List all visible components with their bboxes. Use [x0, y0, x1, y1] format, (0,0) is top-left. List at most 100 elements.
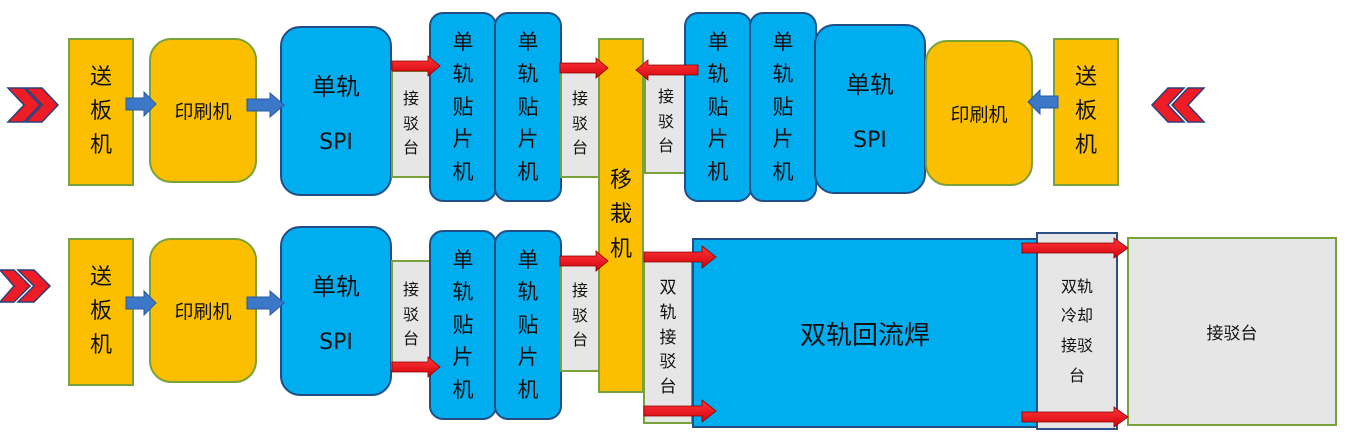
mounter-char: 机 — [707, 159, 729, 184]
top-right-printer: 印刷机 — [925, 40, 1033, 186]
mounter-char: 片 — [772, 127, 794, 152]
mounter-char: 片 — [452, 127, 474, 152]
dual-connector-char: 接 — [659, 327, 677, 348]
bottom-connector-2: 接 驳 台 — [560, 260, 600, 372]
mounter-char: 片 — [452, 345, 474, 370]
top-left-board-feeder: 送 板 机 — [68, 38, 134, 186]
bottom-board-feeder: 送 板 机 — [68, 238, 134, 386]
top-left-spi: 单轨 SPI — [280, 26, 392, 196]
top-left-mounter-2: 单 轨 贴 片 机 — [494, 12, 562, 202]
feeder-char: 送 — [1074, 64, 1097, 90]
red-arrow-icon — [391, 55, 441, 77]
dual-connector-char: 驳 — [659, 352, 677, 373]
top-right-board-feeder: 送 板 机 — [1053, 38, 1119, 186]
mounter-char: 机 — [517, 159, 539, 184]
mounter-char: 轨 — [517, 280, 539, 305]
feeder-char: 机 — [1074, 133, 1097, 159]
connector-char: 驳 — [402, 304, 419, 324]
spi-label-line1: 单轨 — [312, 73, 360, 101]
mounter-char: 机 — [452, 377, 474, 402]
spi-label-line2: SPI — [319, 130, 353, 155]
mounter-char: 单 — [707, 29, 729, 54]
red-arrow-icon — [1021, 237, 1129, 259]
feeder-char: 送 — [89, 264, 112, 290]
spi-label-line1: 单轨 — [846, 71, 894, 99]
mounter-char: 单 — [452, 29, 474, 54]
mounter-char: 贴 — [517, 312, 539, 337]
dual-rail-reflow-oven: 双轨回流焊 — [692, 238, 1038, 428]
red-arrow-icon — [391, 356, 441, 378]
connector-char: 驳 — [571, 113, 588, 133]
input-chevron-icon — [6, 87, 60, 123]
mounter-char: 机 — [772, 159, 794, 184]
blue-arrow-icon — [125, 289, 157, 317]
mounter-char: 贴 — [452, 94, 474, 119]
feeder-char: 送 — [89, 64, 112, 90]
top-right-connector-1: 接 驳 台 — [644, 70, 688, 174]
blue-arrow-icon — [246, 91, 285, 119]
feeder-char: 板 — [89, 298, 112, 324]
spi-label-line2: SPI — [319, 330, 353, 355]
mounter-char: 轨 — [517, 62, 539, 87]
connector-char: 台 — [571, 138, 588, 158]
feeder-char: 机 — [89, 133, 112, 159]
transfer-machine: 移 栽 机 — [598, 38, 644, 393]
red-arrow-left-icon — [635, 59, 699, 81]
dual-rail-connector: 双 轨 接 驳 台 — [643, 252, 693, 424]
output-connector: 接驳台 — [1127, 237, 1337, 426]
mounter-char: 机 — [517, 377, 539, 402]
connector-char: 接 — [402, 88, 419, 108]
transfer-char: 机 — [609, 236, 632, 262]
top-left-mounter-1: 单 轨 贴 片 机 — [429, 12, 497, 202]
printer-label: 印刷机 — [174, 301, 232, 323]
mounter-char: 单 — [517, 247, 539, 272]
spi-label-line2: SPI — [853, 128, 887, 153]
cooling-line: 冷却 — [1060, 306, 1093, 326]
connector-char: 接 — [402, 279, 419, 299]
printer-label: 印刷机 — [174, 101, 232, 123]
dual-connector-char: 台 — [659, 376, 677, 397]
connector-char: 台 — [402, 329, 419, 349]
connector-char: 驳 — [571, 305, 588, 325]
red-arrow-icon — [643, 399, 717, 423]
reflow-label: 双轨回流焊 — [799, 320, 930, 351]
connector-char: 驳 — [402, 113, 419, 133]
transfer-char: 移 — [609, 168, 632, 194]
feeder-char: 机 — [89, 333, 112, 359]
mounter-char: 片 — [707, 127, 729, 152]
connector-char: 驳 — [657, 111, 674, 131]
dual-rail-cooling-connector: 双轨 冷却 接驳 台 — [1036, 232, 1118, 430]
red-arrow-icon — [643, 245, 717, 269]
mounter-char: 贴 — [452, 312, 474, 337]
connector-char: 接 — [571, 280, 588, 300]
mounter-char: 轨 — [707, 62, 729, 87]
dual-connector-char: 轨 — [659, 303, 677, 324]
feeder-char: 板 — [89, 98, 112, 124]
mounter-char: 轨 — [452, 62, 474, 87]
red-arrow-icon — [559, 57, 609, 79]
mounter-char: 片 — [517, 345, 539, 370]
spi-label-line1: 单轨 — [312, 273, 360, 301]
red-arrow-icon — [1021, 406, 1129, 428]
connector-char: 台 — [657, 136, 674, 156]
input-chevron-left-icon — [1150, 87, 1206, 123]
connector-char: 接 — [657, 86, 674, 106]
blue-arrow-icon — [246, 289, 285, 317]
mounter-char: 片 — [517, 127, 539, 152]
cooling-line: 双轨 — [1060, 276, 1093, 296]
connector-char: 接 — [571, 88, 588, 108]
mounter-char: 轨 — [772, 62, 794, 87]
transfer-char: 栽 — [609, 202, 632, 228]
dual-connector-char: 双 — [659, 278, 677, 299]
cooling-line: 台 — [1068, 365, 1085, 385]
mounter-char: 贴 — [772, 94, 794, 119]
mounter-char: 单 — [772, 29, 794, 54]
blue-arrow-left-icon — [1027, 88, 1059, 116]
cooling-line: 接驳 — [1060, 336, 1093, 355]
bottom-printer: 印刷机 — [149, 238, 257, 383]
top-right-spi: 单轨 SPI — [814, 24, 926, 194]
mounter-char: 机 — [452, 159, 474, 184]
red-arrow-icon — [559, 250, 609, 272]
printer-label: 印刷机 — [950, 103, 1008, 126]
